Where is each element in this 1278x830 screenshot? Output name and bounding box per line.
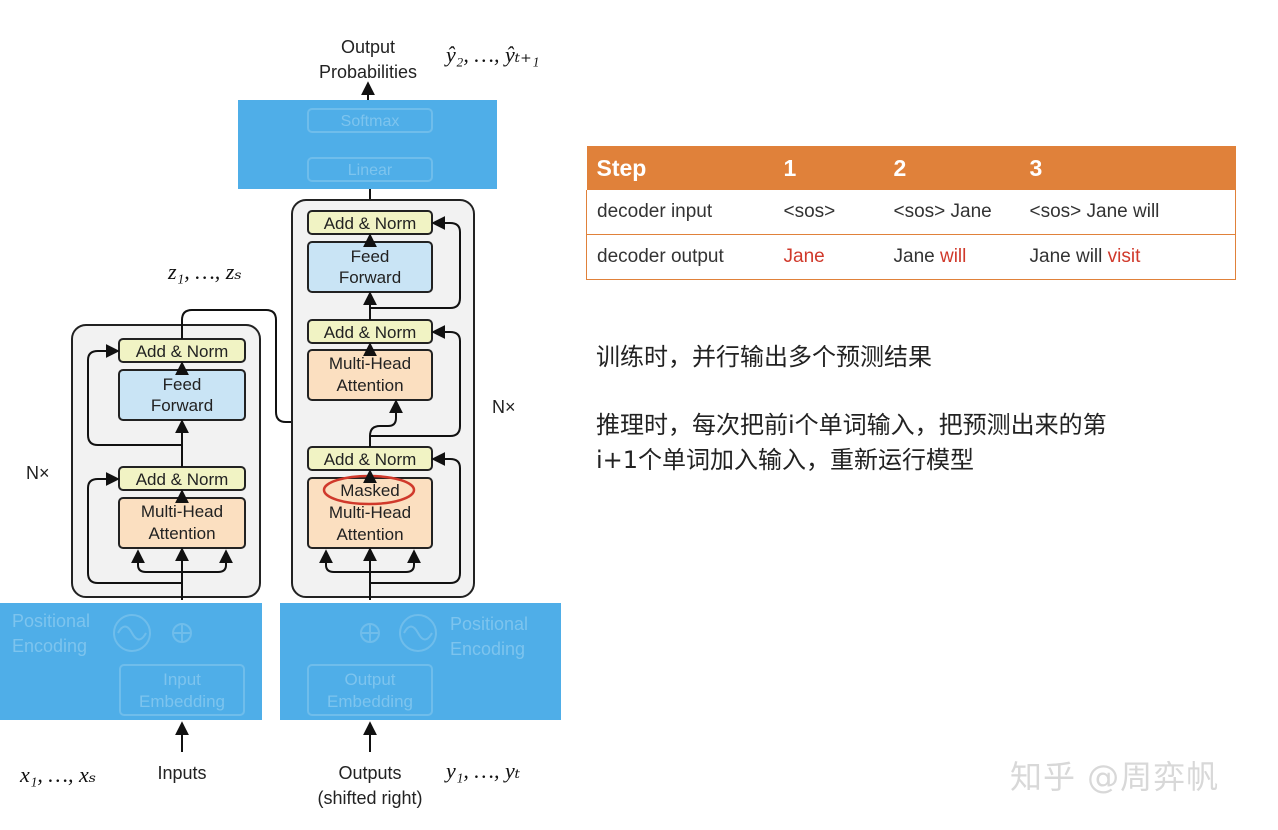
encoder-feed-forward-label-2: Forward — [151, 396, 213, 415]
decoder-add-norm-top-label: Add & Norm — [324, 214, 417, 233]
output-embedding-label-2: Embedding — [327, 692, 413, 711]
table-header-step: Step — [586, 146, 774, 190]
decoder-arrows — [319, 216, 461, 600]
table-header-1: 1 — [773, 146, 884, 190]
output-math-label: ŷ₂, …, ŷₜ₊₁ — [444, 42, 539, 67]
x-math-label: x₁, …, xₛ — [19, 762, 96, 787]
inference-note-line2: i+1个单词加入输入，重新运行模型 — [596, 446, 975, 474]
softmax-label: Softmax — [341, 113, 400, 130]
decoder-add-norm-bottom-label: Add & Norm — [324, 450, 417, 469]
decoder-cross-attention-label-2: Attention — [336, 376, 403, 395]
table-cell: Jane — [773, 234, 884, 280]
input-embedding-label-2: Embedding — [139, 692, 225, 711]
table-row: decoder output Jane Jane will Jane will … — [586, 234, 1236, 280]
training-note: 训练时，并行输出多个预测结果 — [596, 343, 932, 371]
inference-note-line1: 推理时，每次把前i个单词输入，把预测出来的第 — [596, 411, 1107, 439]
table-cell: <sos> — [773, 190, 884, 235]
input-embedding-label: Input — [163, 670, 201, 689]
encoder-add-norm-top-label: Add & Norm — [136, 342, 229, 361]
output-embedding-label: Output — [344, 670, 395, 689]
output-probabilities-label-2: Probabilities — [319, 62, 417, 82]
encoder-positional-encoding-label: Positional — [12, 611, 90, 631]
decoder-feed-forward-label: Feed — [351, 247, 390, 266]
encoder-feed-forward-label: Feed — [163, 375, 202, 394]
table-row: decoder input <sos> <sos> Jane <sos> Jan… — [586, 190, 1236, 235]
decoder-step-table: Step 1 2 3 decoder input <sos> <sos> Jan… — [586, 146, 1236, 280]
decoder-cross-attention-label: Multi-Head — [329, 354, 411, 373]
linear-label: Linear — [348, 162, 393, 179]
decoder-nx-label: N× — [492, 397, 516, 417]
table-header-2: 2 — [883, 146, 1020, 190]
decoder-positional-encoding-label: Positional — [450, 614, 528, 634]
row-label-decoder-output: decoder output — [586, 234, 774, 280]
watermark: 知乎 @周弈帆 — [1010, 758, 1220, 796]
row-label-decoder-input: decoder input — [586, 190, 774, 235]
inputs-label: Inputs — [157, 763, 206, 783]
encoder-stack — [71, 324, 261, 598]
table-cell: <sos> Jane will — [1019, 190, 1236, 235]
table-cell: <sos> Jane — [883, 190, 1020, 235]
encoder-add-norm-bottom-label: Add & Norm — [136, 470, 229, 489]
encoder-nx-label: N× — [26, 463, 50, 483]
decoder-positional-encoding-label-2: Encoding — [450, 639, 525, 659]
softmax-linear-block: Softmax Linear — [238, 100, 497, 189]
decoder-feed-forward-label-2: Forward — [339, 268, 401, 287]
outputs-shifted-label: (shifted right) — [317, 788, 422, 808]
table-cell: Jane will — [883, 234, 1020, 280]
decoder-embedding-block: Positional Encoding Output Embedding — [280, 603, 561, 720]
z-math-label: z₁, …, zₛ — [167, 259, 242, 284]
masked-mha-label-2: Attention — [336, 525, 403, 544]
encoder-sine-icon — [113, 614, 151, 652]
encoder-mha-label: Multi-Head — [141, 502, 223, 521]
output-probabilities-label: Output — [341, 37, 395, 57]
encoder-mha-label-2: Attention — [148, 524, 215, 543]
transformer-diagram: Output Probabilities ŷ₂, …, ŷₜ₊₁ Softmax… — [0, 37, 561, 808]
masked-label: Masked — [340, 481, 400, 500]
masked-mha-label: Multi-Head — [329, 503, 411, 522]
encoder-embedding-block: Positional Encoding Input Embedding — [0, 603, 262, 720]
y-math-label: y₁, …, yₜ — [444, 758, 521, 783]
table-cell: Jane will visit — [1019, 234, 1236, 280]
outputs-label: Outputs — [338, 763, 401, 783]
table-header-row: Step 1 2 3 — [586, 146, 1236, 190]
encoder-positional-encoding-label-2: Encoding — [12, 636, 87, 656]
decoder-add-norm-middle-label: Add & Norm — [324, 323, 417, 342]
decoder-sine-icon — [399, 614, 437, 652]
table-header-3: 3 — [1019, 146, 1236, 190]
